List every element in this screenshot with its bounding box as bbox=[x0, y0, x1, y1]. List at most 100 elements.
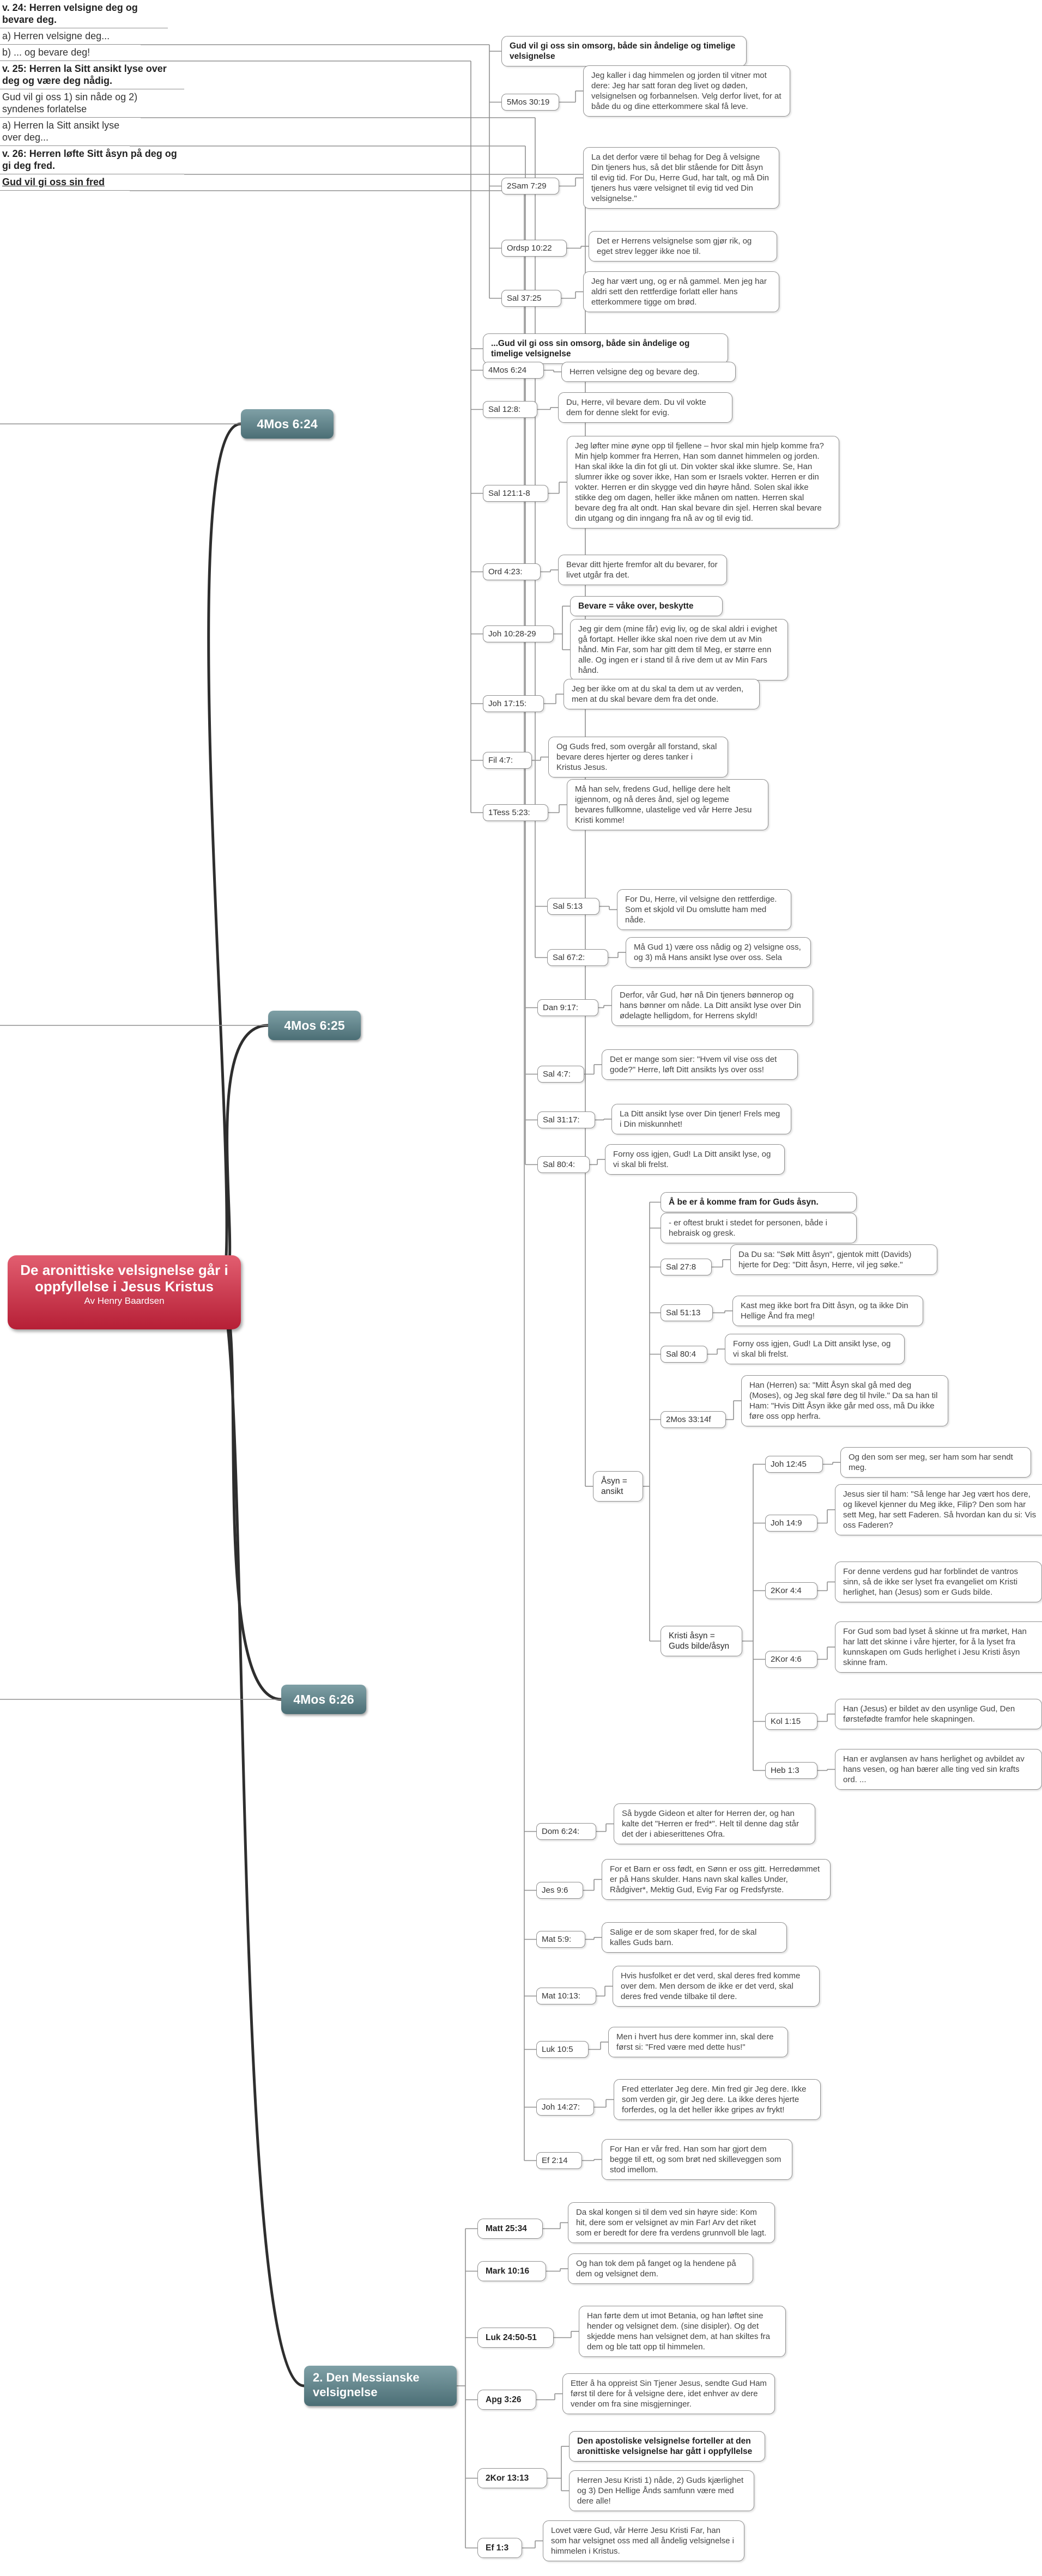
node-t8-4[interactable]: Etter å ha oppreist Sin Tjener Jesus, se… bbox=[562, 2373, 775, 2414]
node-t6-3[interactable]: For denne verdens gud har forblindet de … bbox=[835, 1562, 1042, 1602]
node-b1[interactable]: b) ... og bevare deg! bbox=[0, 45, 119, 61]
node-r8-4[interactable]: Apg 3:26 bbox=[477, 2390, 536, 2410]
node-t7-3[interactable]: Salige er de som skaper fred, for de ska… bbox=[602, 1922, 787, 1953]
node-r6-2[interactable]: Joh 14:9 bbox=[765, 1515, 817, 1532]
node-fred[interactable]: Gud vil gi oss sin fred bbox=[0, 174, 130, 191]
node-v25[interactable]: v. 25: Herren la Sitt ansikt lyse over d… bbox=[0, 61, 184, 89]
node-t6-5[interactable]: Han (Jesus) er bildet av den usynlige Gu… bbox=[835, 1699, 1042, 1729]
node-s1[interactable]: Å be er å komme fram for Guds åsyn. bbox=[661, 1192, 857, 1212]
node-gud1[interactable]: Gud vil gi oss sin omsorg, både sin ånde… bbox=[501, 36, 747, 66]
node-t1-2[interactable]: La det derfor være til behag for Deg å v… bbox=[583, 147, 779, 209]
node-t4-4[interactable]: Forny oss igjen, Gud! La Ditt ansikt lys… bbox=[605, 1144, 785, 1175]
node-r2-2[interactable]: Sal 12:8: bbox=[483, 401, 537, 418]
node-r2-8[interactable]: 1Tess 5:23: bbox=[483, 804, 548, 821]
node-r2-3[interactable]: Sal 121:1-8 bbox=[483, 485, 548, 502]
node-r8-3[interactable]: Luk 24:50-51 bbox=[477, 2328, 554, 2348]
node-r7-5[interactable]: Luk 10:5 bbox=[536, 2041, 589, 2058]
topic-4mos-6-26[interactable]: 4Mos 6:26 bbox=[281, 1685, 366, 1714]
node-t1-4[interactable]: Jeg har vært ung, og er nå gammel. Men j… bbox=[583, 271, 779, 312]
node-t3-2[interactable]: Må Gud 1) være oss nådig og 2) velsigne … bbox=[626, 937, 811, 968]
node-t5-2[interactable]: Kast meg ikke bort fra Ditt åsyn, og ta … bbox=[732, 1296, 923, 1326]
node-t3-1[interactable]: For Du, Herre, vil velsigne den rettferd… bbox=[617, 889, 791, 930]
node-r8-2[interactable]: Mark 10:16 bbox=[477, 2261, 546, 2281]
topic-4mos-6-25[interactable]: 4Mos 6:25 bbox=[268, 1011, 361, 1040]
node-t7-5[interactable]: Men i hvert hus dere kommer inn, skal de… bbox=[608, 2027, 788, 2057]
node-t7-7[interactable]: For Han er vår fred. Han som har gjort d… bbox=[602, 2139, 792, 2180]
node-r4-3[interactable]: Sal 31:17: bbox=[537, 1111, 595, 1128]
node-gud3[interactable]: Gud vil gi oss 1) sin nåde og 2) syndene… bbox=[0, 89, 141, 118]
node-t2-4[interactable]: Bevar ditt hjerte fremfor alt du bevarer… bbox=[558, 555, 727, 585]
node-a1[interactable]: a) Herren velsigne deg... bbox=[0, 28, 141, 45]
node-v24[interactable]: v. 24: Herren velsigne deg og bevare deg… bbox=[0, 0, 168, 28]
node-r2-7[interactable]: Fil 4:7: bbox=[483, 752, 532, 769]
node-r2-5[interactable]: Joh 10:28-29 bbox=[483, 625, 554, 642]
node-r7-3[interactable]: Mat 5:9: bbox=[536, 1931, 585, 1948]
node-r1-4[interactable]: Sal 37:25 bbox=[501, 290, 561, 307]
node-t4-3[interactable]: La Ditt ansikt lyse over Din tjener! Fre… bbox=[611, 1104, 791, 1134]
node-t8-3[interactable]: Han førte dem ut imot Betania, og han lø… bbox=[579, 2306, 786, 2357]
node-t7-1[interactable]: Så bygde Gideon et alter for Herren der,… bbox=[614, 1803, 815, 1844]
node-t2-7[interactable]: Og Guds fred, som overgår all forstand, … bbox=[548, 737, 728, 777]
topic-4mos-6-24[interactable]: 4Mos 6:24 bbox=[241, 409, 334, 439]
node-t2-6[interactable]: Jeg ber ikke om at du skal ta dem ut av … bbox=[564, 679, 760, 709]
node-r2-4[interactable]: Ord 4:23: bbox=[483, 563, 541, 580]
node-r7-4[interactable]: Mat 10:13: bbox=[536, 1988, 596, 2004]
node-r4-1[interactable]: Dan 9:17: bbox=[537, 999, 598, 1016]
node-t5-1[interactable]: Da Du sa: "Søk Mitt åsyn", gjentok mitt … bbox=[730, 1244, 937, 1275]
node-t5-3[interactable]: Forny oss igjen, Gud! La Ditt ansikt lys… bbox=[725, 1334, 905, 1364]
node-r5-2[interactable]: Sal 51:13 bbox=[661, 1304, 713, 1321]
node-t8-5b[interactable]: Herren Jesu Kristi 1) nåde, 2) Guds kjær… bbox=[569, 2470, 754, 2511]
topic-messianske-velsignelse[interactable]: 2. Den Messianske velsignelse bbox=[304, 2366, 457, 2406]
node-t8-2[interactable]: Og han tok dem på fanget og la hendene p… bbox=[568, 2253, 753, 2284]
node-r4-4[interactable]: Sal 80:4: bbox=[537, 1156, 590, 1173]
node-r3-1[interactable]: Sal 5:13 bbox=[547, 898, 599, 915]
node-r6-6[interactable]: Heb 1:3 bbox=[765, 1762, 817, 1779]
node-r6-4[interactable]: 2Kor 4:6 bbox=[765, 1651, 817, 1668]
node-r7-7[interactable]: Ef 2:14 bbox=[536, 2152, 582, 2169]
node-t6-2[interactable]: Jesus sier til ham: "Så lenge har Jeg væ… bbox=[835, 1484, 1042, 1535]
node-t2-5a[interactable]: Bevare = våke over, beskytte bbox=[570, 596, 723, 616]
node-r6-3[interactable]: 2Kor 4:4 bbox=[765, 1582, 817, 1599]
node-t2-5b[interactable]: Jeg gir dem (mine får) evig liv, og de s… bbox=[570, 619, 788, 681]
node-t6-4[interactable]: For Gud som bad lyset å skinne ut fra mø… bbox=[835, 1621, 1042, 1673]
node-t7-4[interactable]: Hvis husfolket er det verd, skal deres f… bbox=[613, 1966, 820, 2007]
node-t7-6[interactable]: Fred etterlater Jeg dere. Min fred gir J… bbox=[614, 2079, 821, 2120]
node-r8-1[interactable]: Matt 25:34 bbox=[477, 2219, 543, 2239]
node-s2[interactable]: - er oftest brukt i stedet for personen,… bbox=[661, 1213, 857, 1243]
node-r2-1[interactable]: 4Mos 6:24 bbox=[483, 362, 544, 379]
central-topic[interactable]: De aronittiske velsignelse går i oppfyll… bbox=[8, 1255, 241, 1329]
node-asyn[interactable]: Åsyn = ansikt bbox=[593, 1471, 643, 1502]
node-t6-1[interactable]: Og den som ser meg, ser ham som har send… bbox=[840, 1447, 1031, 1478]
node-t2-2[interactable]: Du, Herre, vil bevare dem. Du vil vokte … bbox=[558, 392, 732, 423]
node-t2-3[interactable]: Jeg løfter mine øyne opp til fjellene – … bbox=[567, 436, 839, 528]
node-t4-1[interactable]: Derfor, vår Gud, hør nå Din tjeners bønn… bbox=[611, 985, 813, 1026]
node-v26[interactable]: v. 26: Herren løfte Sitt åsyn på deg og … bbox=[0, 146, 184, 174]
node-gud2[interactable]: ...Gud vil gi oss sin omsorg, både sin å… bbox=[483, 333, 728, 364]
node-r5-4[interactable]: 2Mos 33:14f bbox=[661, 1411, 726, 1428]
node-t6-6[interactable]: Han er avglansen av hans herlighet og av… bbox=[835, 1749, 1042, 1790]
node-t1-1[interactable]: Jeg kaller i dag himmelen og jorden til … bbox=[583, 65, 790, 117]
node-r5-1[interactable]: Sal 27:8 bbox=[661, 1259, 712, 1275]
node-t8-6[interactable]: Lovet være Gud, vår Herre Jesu Kristi Fa… bbox=[543, 2520, 744, 2561]
node-t2-1[interactable]: Herren velsigne deg og bevare deg. bbox=[561, 362, 736, 382]
node-r7-2[interactable]: Jes 9:6 bbox=[536, 1882, 583, 1899]
node-r1-2[interactable]: 2Sam 7:29 bbox=[501, 178, 559, 195]
node-r8-5[interactable]: 2Kor 13:13 bbox=[477, 2468, 547, 2488]
node-t7-2[interactable]: For et Barn er oss født, en Sønn er oss … bbox=[602, 1859, 831, 1900]
node-r3-2[interactable]: Sal 67:2: bbox=[547, 949, 608, 966]
node-r8-6[interactable]: Ef 1:3 bbox=[477, 2538, 522, 2558]
node-r6-5[interactable]: Kol 1:15 bbox=[765, 1713, 817, 1730]
node-r1-3[interactable]: Ordsp 10:22 bbox=[501, 240, 567, 257]
node-r7-1[interactable]: Dom 6:24: bbox=[536, 1823, 596, 1840]
node-r5-3[interactable]: Sal 80:4 bbox=[661, 1346, 707, 1363]
node-t8-1[interactable]: Da skal kongen si til dem ved sin høyre … bbox=[568, 2202, 775, 2243]
node-t1-3[interactable]: Det er Herrens velsignelse som gjør rik,… bbox=[589, 231, 777, 262]
node-r7-6[interactable]: Joh 14:27: bbox=[536, 2099, 594, 2116]
node-r4-2[interactable]: Sal 4:7: bbox=[537, 1066, 584, 1083]
node-t5-4[interactable]: Han (Herren) sa: "Mitt Åsyn skal gå med … bbox=[741, 1375, 948, 1426]
node-kristi[interactable]: Kristi åsyn = Guds bilde/åsyn bbox=[661, 1626, 742, 1656]
node-t8-5a[interactable]: Den apostoliske velsignelse forteller at… bbox=[569, 2431, 765, 2462]
node-t2-8[interactable]: Må han selv, fredens Gud, hellige dere h… bbox=[567, 779, 768, 830]
node-r2-6[interactable]: Joh 17:15: bbox=[483, 695, 544, 712]
node-r6-1[interactable]: Joh 12:45 bbox=[765, 1456, 823, 1473]
